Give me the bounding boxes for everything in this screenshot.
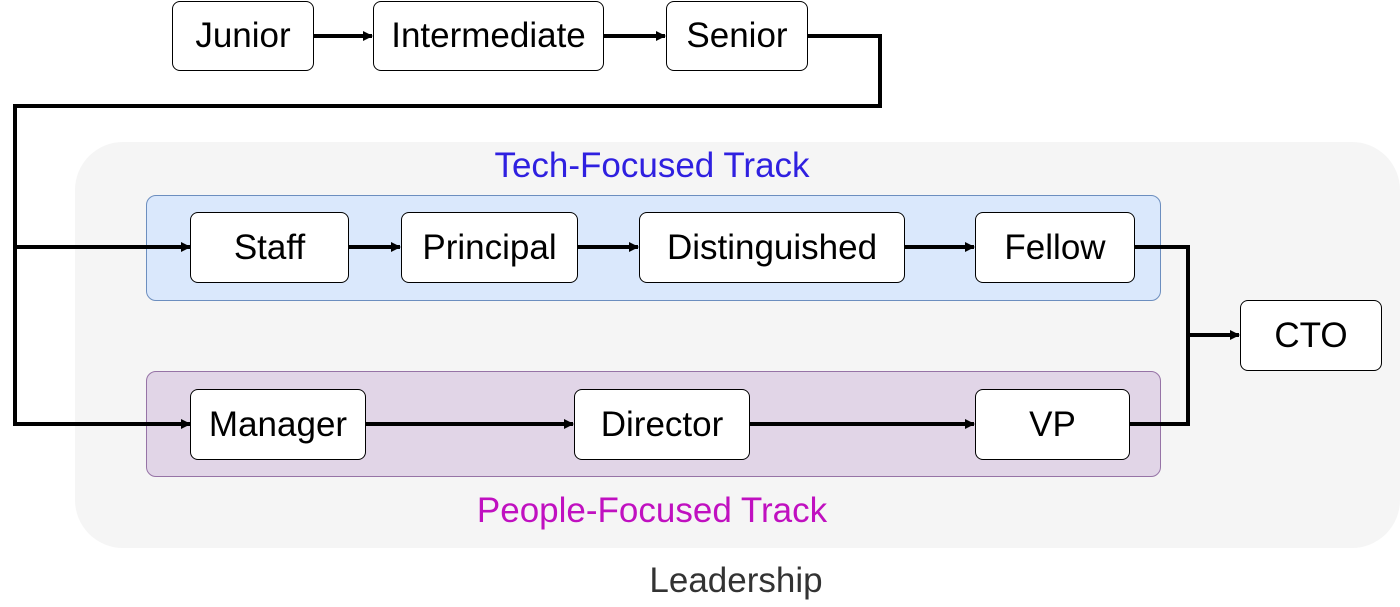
node-fellow: Fellow [975,212,1135,283]
node-principal: Principal [401,212,578,283]
edge-fellow-cto [1135,245,1240,340]
node-director: Director [574,389,750,460]
tech-track-title: Tech-Focused Track [494,146,810,185]
node-vp: VP [975,389,1130,460]
edge-senior-manager [13,247,191,429]
node-intermediate: Intermediate [373,1,604,71]
node-junior: Junior [172,1,314,71]
edge-vp-cto [1130,335,1190,426]
people-track-title: People-Focused Track [476,491,828,530]
node-staff: Staff [190,212,349,283]
node-distinguished: Distinguished [639,212,905,283]
node-manager: Manager [190,389,366,460]
edge-senior-staff [13,34,882,252]
leadership-title: Leadership [649,561,823,600]
node-senior: Senior [666,1,808,71]
node-cto: CTO [1240,300,1382,371]
